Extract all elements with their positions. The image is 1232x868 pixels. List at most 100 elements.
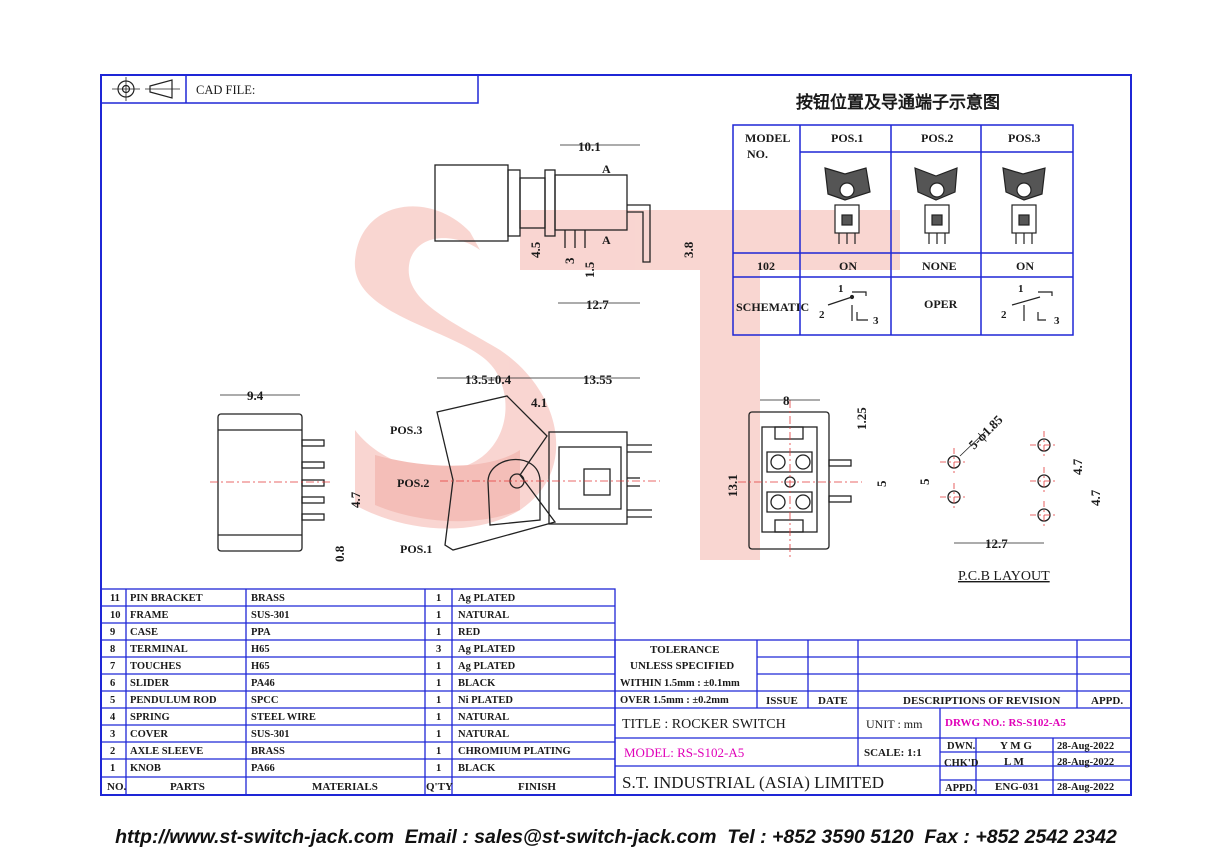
bom-header-materials: MATERIALS bbox=[312, 781, 378, 793]
bom-cell-material: BRASS bbox=[251, 593, 285, 604]
appd-header: APPD. bbox=[1091, 695, 1123, 707]
scale-label: SCALE: 1:1 bbox=[864, 747, 922, 759]
dim-12-7-pcb: 12.7 bbox=[985, 536, 1008, 551]
bom-cell-qty: 3 bbox=[436, 644, 441, 655]
bom-cell-qty: 1 bbox=[436, 610, 441, 621]
sch-left-pin2: 2 bbox=[819, 309, 825, 321]
appd-label: APPD. bbox=[945, 783, 976, 794]
dim-4-1: 4.1 bbox=[531, 395, 547, 410]
sch-left-pin3: 3 bbox=[873, 315, 879, 327]
bom-cell-finish: NATURAL bbox=[458, 610, 509, 621]
bom-cell-part: KNOB bbox=[130, 763, 161, 774]
company-name: S.T. INDUSTRIAL (ASIA) LIMITED bbox=[622, 773, 884, 792]
dim-9-4: 9.4 bbox=[247, 388, 264, 403]
bom-cell-material: BRASS bbox=[251, 746, 285, 757]
dim-0-8: 0.8 bbox=[332, 545, 347, 562]
pos2-label: POS.2 bbox=[397, 476, 429, 490]
bom-cell-part: COVER bbox=[130, 729, 168, 740]
bom-cell-material: SUS-301 bbox=[251, 729, 290, 740]
cad-header: CAD FILE: bbox=[100, 74, 479, 104]
dim-10-1: 10.1 bbox=[578, 139, 601, 154]
model-102: 102 bbox=[757, 259, 775, 273]
bom-cell-no: 6 bbox=[110, 678, 115, 689]
bom-cell-finish: NATURAL bbox=[458, 729, 509, 740]
dim-8: 8 bbox=[783, 393, 790, 408]
pcb-layout bbox=[947, 438, 1051, 522]
no-header: NO. bbox=[747, 147, 768, 161]
pos3-state: ON bbox=[1016, 259, 1034, 273]
bom-header-parts: PARTS bbox=[170, 781, 205, 793]
bom-header-finish: FINISH bbox=[518, 781, 556, 793]
section-a-top: A bbox=[602, 162, 611, 176]
dwn-value: Y M G bbox=[1000, 740, 1032, 752]
bom-cell-part: PENDULUM ROD bbox=[130, 695, 217, 706]
bom-cell-part: TOUCHES bbox=[130, 661, 181, 672]
bom-cell-no: 5 bbox=[110, 695, 115, 706]
within-tolerance: WITHIN 1.5mm : ±0.1mm bbox=[620, 678, 740, 689]
bom-cell-finish: BLACK bbox=[458, 678, 496, 689]
bom-cell-finish: Ag PLATED bbox=[458, 661, 516, 672]
rocker-side-view bbox=[436, 395, 652, 551]
bom-cell-no: 9 bbox=[110, 627, 115, 638]
bom-cell-part: TERMINAL bbox=[130, 644, 188, 655]
bom-cell-part: PIN BRACKET bbox=[130, 593, 203, 604]
sch-right-pin3: 3 bbox=[1054, 315, 1060, 327]
st-watermark bbox=[354, 206, 900, 560]
bom-cell-qty: 1 bbox=[436, 746, 441, 757]
top-side-view bbox=[434, 164, 651, 263]
rocker-pos3-icon bbox=[1002, 167, 1046, 244]
bom-cell-no: 10 bbox=[110, 610, 121, 621]
bom-cell-material: PA46 bbox=[251, 678, 275, 689]
bom-cell-no: 11 bbox=[110, 593, 120, 604]
pos2-state: NONE bbox=[922, 259, 957, 273]
bom-cell-part: SLIDER bbox=[130, 678, 170, 689]
pos3-label: POS.3 bbox=[390, 423, 422, 437]
pos1-state: ON bbox=[839, 259, 857, 273]
dim-13-55: 13.55 bbox=[583, 372, 613, 387]
dim-5-pcb: 5 bbox=[917, 478, 932, 485]
pos1-label: POS.1 bbox=[400, 542, 432, 556]
dim-13-1: 13.1 bbox=[725, 474, 740, 497]
dim-holes: 5-ϕ1.85 bbox=[966, 412, 1006, 452]
over-tolerance: OVER 1.5mm : ±0.2mm bbox=[620, 695, 729, 706]
bom-header-no: NO. bbox=[107, 781, 127, 793]
bom-cell-qty: 1 bbox=[436, 695, 441, 706]
dim-1-25: 1.25 bbox=[854, 407, 869, 430]
dim-12-7-top: 12.7 bbox=[586, 297, 609, 312]
pos3-header: POS.3 bbox=[1008, 131, 1040, 145]
dim-3-8: 3.8 bbox=[681, 241, 696, 258]
left-end-view bbox=[217, 413, 325, 552]
model-name: MODEL: RS-S102-A5 bbox=[624, 745, 744, 760]
bom-cell-qty: 1 bbox=[436, 661, 441, 672]
bom-cell-no: 1 bbox=[110, 763, 115, 774]
pos2-header: POS.2 bbox=[921, 131, 953, 145]
contact-footer: http://www.st-switch-jack.com Email : sa… bbox=[115, 826, 1117, 848]
bom-cell-part: CASE bbox=[130, 627, 158, 638]
bom-cell-material: H65 bbox=[251, 644, 270, 655]
sch-right-pin2: 2 bbox=[1001, 309, 1007, 321]
bom-cell-part: SPRING bbox=[130, 712, 170, 723]
bom-cell-finish: Ag PLATED bbox=[458, 593, 516, 604]
descriptions-header: DESCRIPTIONS OF REVISION bbox=[903, 695, 1060, 707]
position-table bbox=[732, 124, 1074, 336]
dwn-date: 28-Aug-2022 bbox=[1057, 741, 1114, 752]
bottom-view bbox=[748, 411, 852, 550]
appd-value: ENG-031 bbox=[995, 781, 1039, 793]
schematic-pos1-icon bbox=[827, 291, 868, 321]
appd-date: 28-Aug-2022 bbox=[1057, 782, 1114, 793]
tolerance-label: TOLERANCE bbox=[650, 644, 719, 656]
bom-cell-no: 7 bbox=[110, 661, 115, 672]
dim-3: 3 bbox=[562, 257, 577, 264]
chkd-date: 28-Aug-2022 bbox=[1057, 757, 1114, 768]
cad-file-label: CAD FILE: bbox=[196, 83, 255, 97]
bom-header-qty: Q'TY bbox=[426, 781, 453, 793]
